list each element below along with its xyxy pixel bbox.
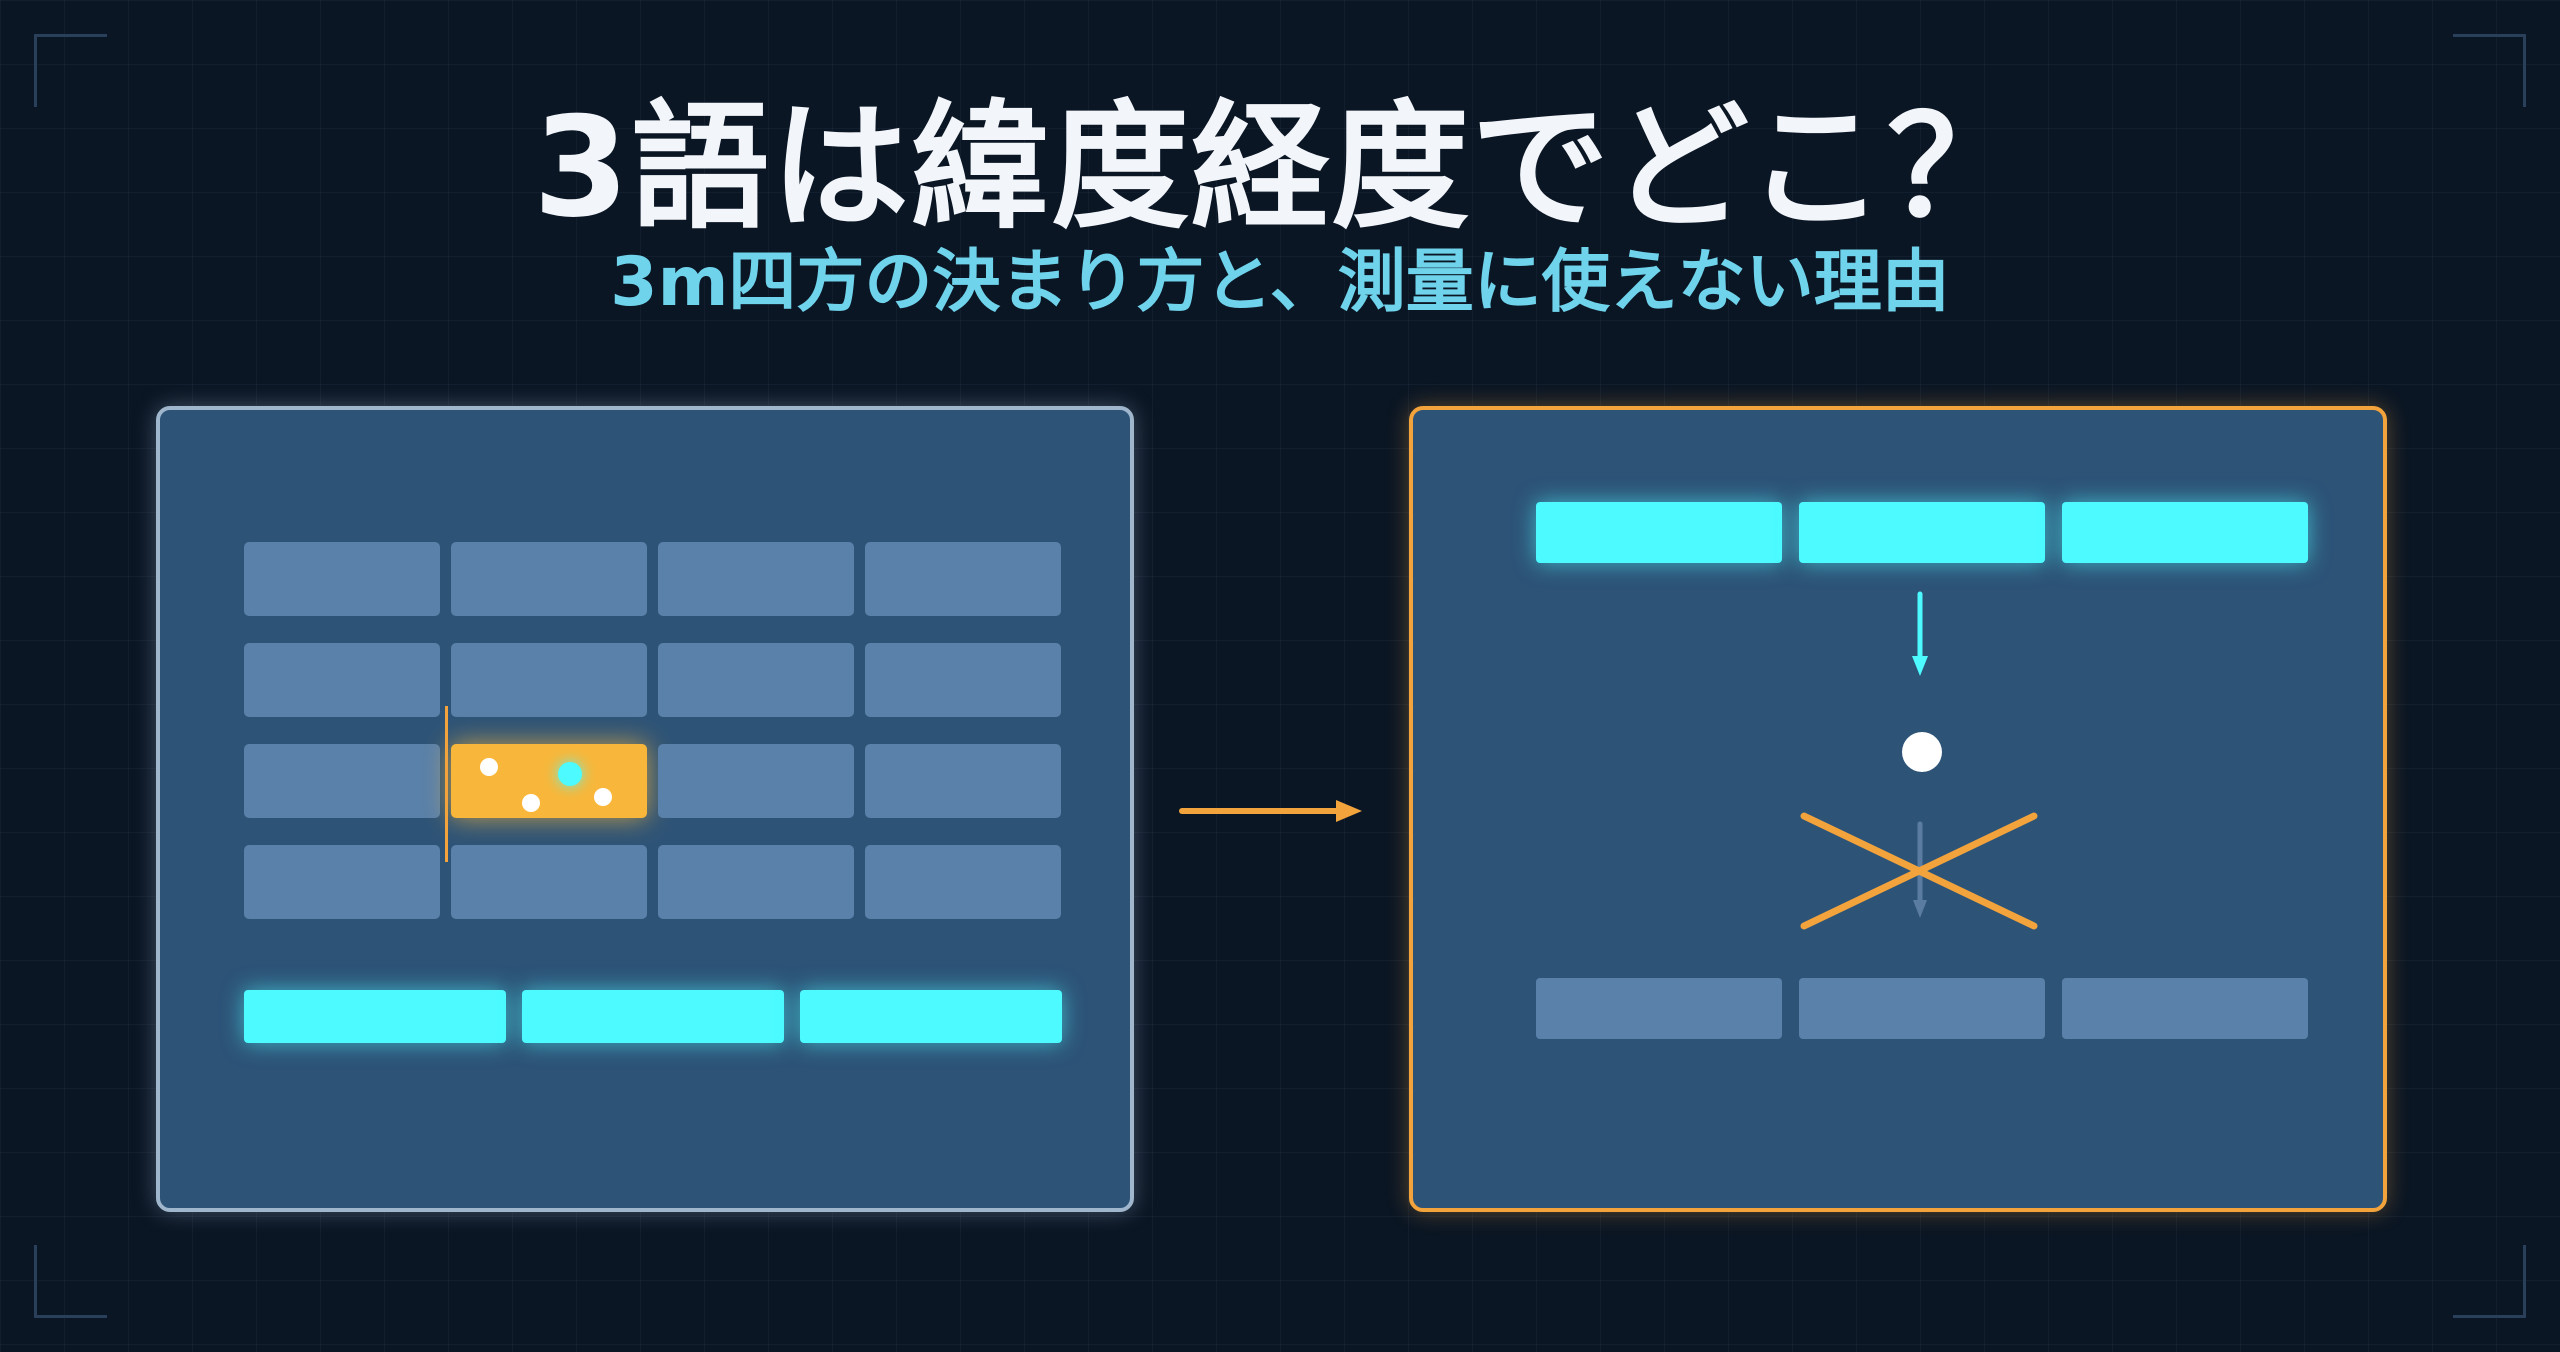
cell-boundary-marker xyxy=(445,706,448,862)
grid-cell xyxy=(865,744,1061,818)
highlighted-grid-cell xyxy=(451,744,647,818)
grid-panel xyxy=(156,406,1134,1212)
grid-cell xyxy=(658,643,854,717)
coordinate-bar xyxy=(1799,978,2045,1039)
resolved-point xyxy=(1902,732,1942,772)
grid-cell xyxy=(658,845,854,919)
location-point xyxy=(480,758,498,776)
grid-cell xyxy=(658,744,854,818)
location-point xyxy=(522,794,540,812)
grid-cell xyxy=(865,643,1061,717)
location-point xyxy=(594,788,612,806)
grid-cell xyxy=(865,542,1061,616)
grid-cell xyxy=(865,845,1061,919)
word-bar xyxy=(522,990,784,1043)
arrow-right-icon xyxy=(1179,800,1362,822)
grid-cell xyxy=(244,845,440,919)
grid-cell xyxy=(244,643,440,717)
grid-cell xyxy=(451,643,647,717)
word-bar xyxy=(1799,502,2045,563)
word-bar xyxy=(2062,502,2308,563)
corner-bracket-top-right xyxy=(2453,34,2526,107)
grid-cell xyxy=(244,542,440,616)
grid-cell xyxy=(451,845,647,919)
grid-cell xyxy=(451,542,647,616)
corner-bracket-bottom-left xyxy=(34,1245,107,1318)
grid-cell xyxy=(658,542,854,616)
page-subtitle: 3m四方の決まり方と、測量に使えない理由 xyxy=(610,243,1950,322)
corner-bracket-bottom-right xyxy=(2453,1245,2526,1318)
decode-panel xyxy=(1409,406,2387,1212)
word-bar xyxy=(244,990,506,1043)
grid-cell xyxy=(244,744,440,818)
coordinate-bar xyxy=(1536,978,1782,1039)
page-title: 3語は緯度経度でどこ？ xyxy=(533,87,2027,248)
coordinate-bar xyxy=(2062,978,2308,1039)
corner-bracket-top-left xyxy=(34,34,107,107)
word-bar xyxy=(800,990,1062,1043)
word-bar xyxy=(1536,502,1782,563)
target-location-point xyxy=(558,762,582,786)
